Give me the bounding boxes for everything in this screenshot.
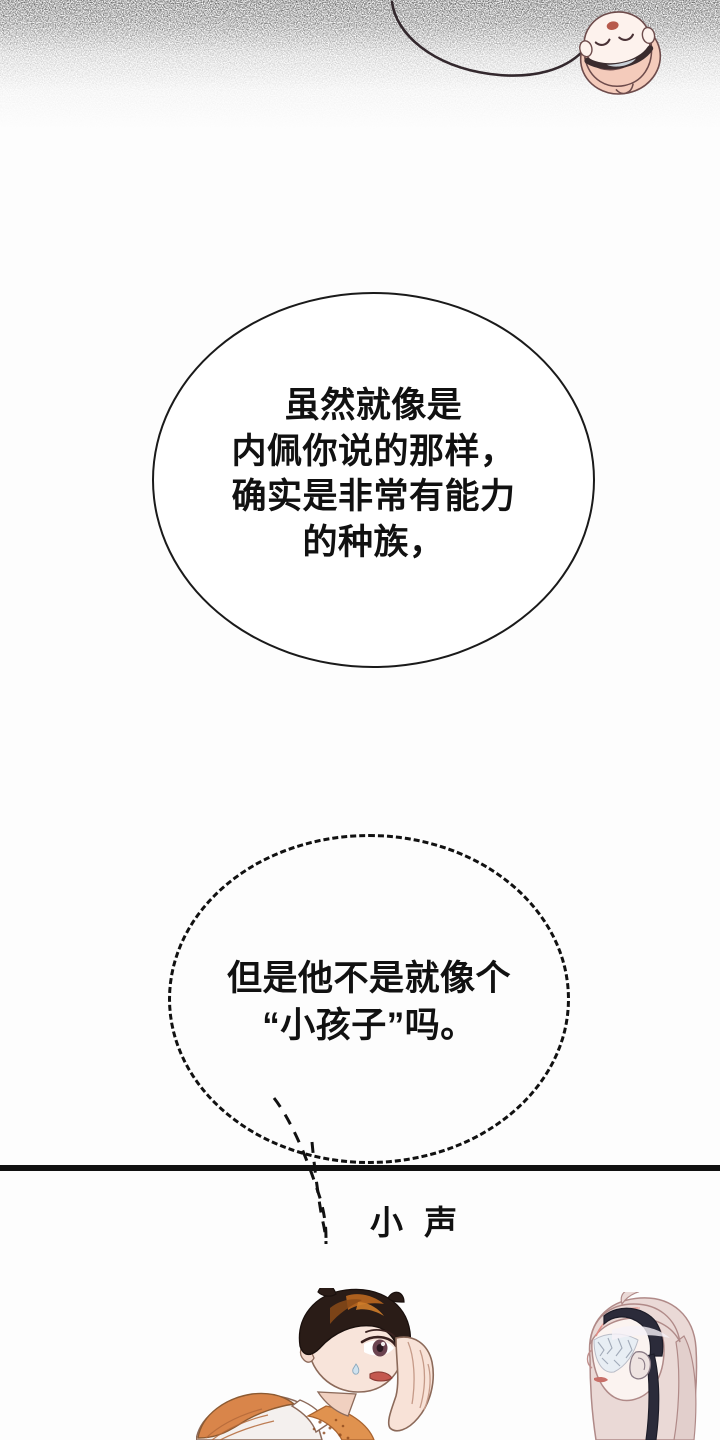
speech-bubble-whisper: 但是他不是就像个 “小孩子”吗。 (168, 834, 570, 1164)
bubble2-line-2: “小孩子”吗。 (262, 1006, 476, 1045)
bubble2-line-1: 但是他不是就像个 (226, 959, 511, 999)
chibi-head-upside-down (579, 11, 662, 95)
character-girl-listening (586, 1292, 698, 1440)
character-boy-whispering (196, 1288, 434, 1440)
bubble1-line-3: 确实是非常有能力 (231, 477, 516, 516)
bubble1-line-4: 的种族， (302, 522, 445, 562)
speech-bubble-solid: 虽然就像是 内佩你说的那样， 确实是非常有能力 的种族， (152, 292, 595, 668)
speech-bubble-solid-text: 虽然就像是 内佩你说的那样， 确实是非常有能力 的种族， (231, 383, 515, 565)
sfx-whisper-label: 小 声 (370, 1204, 464, 1241)
bubble1-line-2: 内佩你说的那样， (231, 431, 516, 471)
bubble1-line-1: 虽然就像是 (284, 386, 463, 425)
speech-bubble-whisper-text: 但是他不是就像个 “小孩子”吗。 (227, 956, 511, 1050)
panel-divider (0, 1165, 720, 1171)
